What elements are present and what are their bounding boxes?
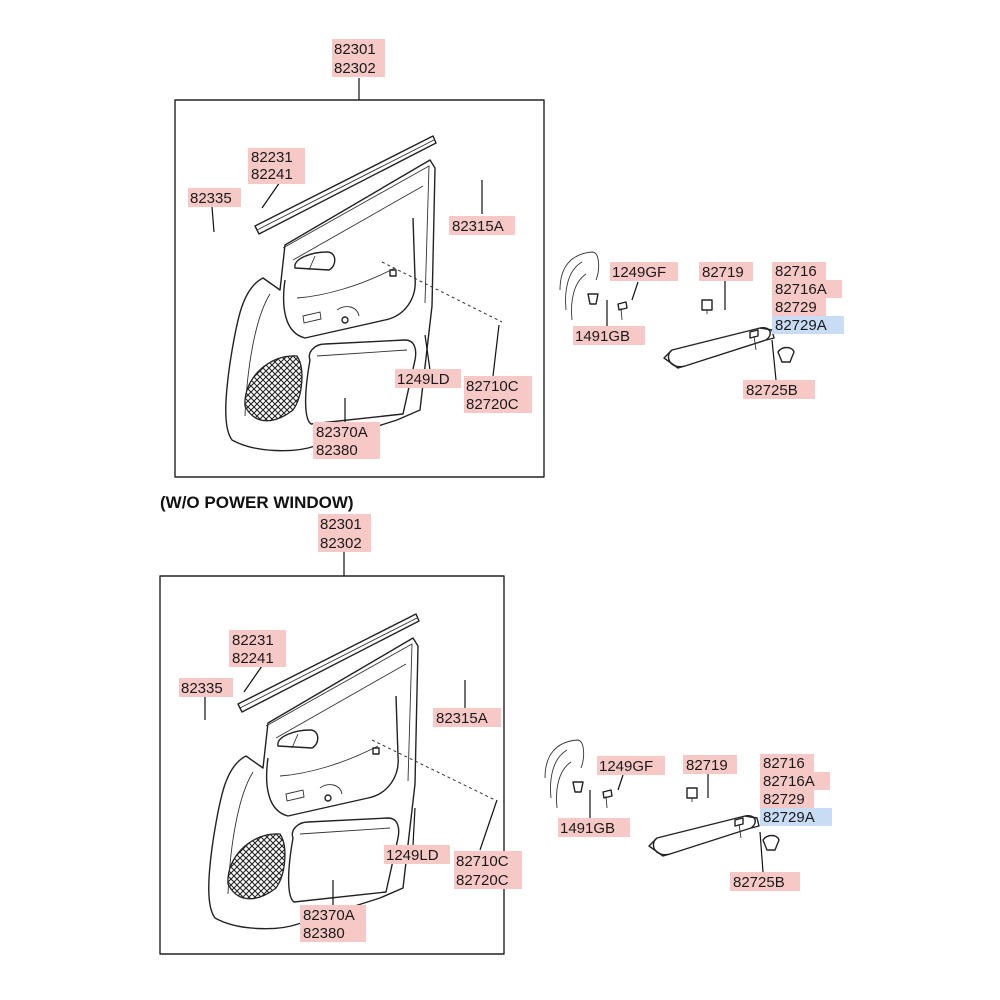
part-number: 82725B	[746, 382, 798, 399]
diagram-upper: 82301 82302 82231 82241 82335 82315A 124…	[174, 39, 844, 478]
part-number: 82716A	[763, 773, 815, 790]
callout-clip-right[interactable]: 82315A	[449, 216, 515, 235]
callout-trim-panel[interactable]: 82301 82302	[332, 39, 385, 77]
callout-side-clip[interactable]: 1491GB	[558, 818, 630, 837]
part-number: 82719	[702, 264, 744, 281]
part-number: 82315A	[436, 710, 488, 727]
part-number: 82335	[190, 190, 232, 207]
part-number: 82716	[763, 755, 805, 772]
callout-pull-handle[interactable]: 82710C 82720C	[454, 851, 522, 889]
part-number: 1249LD	[397, 371, 450, 388]
part-number: 82241	[232, 650, 274, 667]
callout-handle-clip[interactable]: 82719	[699, 262, 753, 281]
part-number: 82370A	[316, 424, 368, 441]
callout-handle-parts[interactable]: 82716 82716A 82729 82729A	[772, 262, 844, 334]
part-number: 82710C	[466, 378, 519, 395]
part-number: 82335	[181, 680, 223, 697]
assembly-frame	[174, 99, 545, 478]
callout-weatherstrip[interactable]: 82231 82241	[229, 630, 286, 667]
callout-side-screw[interactable]: 1249GF	[610, 262, 678, 281]
part-number: 82231	[251, 149, 293, 166]
callout-trim-panel[interactable]: 82301 82302	[318, 514, 371, 552]
callout-handle-screw[interactable]: 82725B	[730, 872, 800, 891]
part-number: 82380	[316, 442, 358, 459]
part-number: 82710C	[456, 853, 509, 870]
section-caption: (W/O POWER WINDOW)	[160, 493, 354, 512]
part-number: 82720C	[466, 396, 519, 413]
assembly-frame	[159, 575, 505, 955]
part-number: 82380	[303, 925, 345, 942]
part-number: 1491GB	[560, 820, 615, 837]
part-number: 82302	[334, 60, 376, 77]
callout-screw[interactable]: 1249LD	[395, 369, 461, 388]
part-number: 82716	[775, 263, 817, 280]
part-number: 82729	[763, 791, 805, 808]
part-number: 82725B	[733, 874, 785, 891]
callout-side-screw[interactable]: 1249GF	[597, 756, 665, 775]
callout-pocket[interactable]: 82370A 82380	[313, 422, 380, 459]
callout-pull-handle[interactable]: 82710C 82720C	[464, 376, 532, 413]
diagram-lower: 82301 82302 82231 82241 82335 82315A 124…	[159, 514, 832, 955]
part-number: 82719	[686, 757, 728, 774]
part-number: 82241	[251, 166, 293, 183]
callout-screw[interactable]: 1249LD	[384, 845, 450, 864]
callout-clip-left[interactable]: 82335	[188, 188, 241, 207]
part-number: 82301	[320, 516, 362, 533]
part-number: 82720C	[456, 872, 509, 889]
callout-clip-right[interactable]: 82315A	[433, 708, 501, 727]
part-number: 1491GB	[575, 328, 630, 345]
callout-weatherstrip[interactable]: 82231 82241	[248, 148, 305, 184]
part-number: 1249GF	[599, 758, 653, 775]
part-number: 82729A	[775, 317, 827, 334]
part-number: 82716A	[775, 281, 827, 298]
part-number: 82729A	[763, 809, 815, 826]
callout-side-clip[interactable]: 1491GB	[573, 326, 645, 345]
callout-handle-parts[interactable]: 82716 82716A 82729 82729A	[760, 754, 832, 826]
callout-pocket[interactable]: 82370A 82380	[300, 905, 366, 942]
part-number: 82301	[334, 41, 376, 58]
part-number: 82302	[320, 535, 362, 552]
part-number: 1249GF	[612, 264, 666, 281]
part-number: 82231	[232, 632, 274, 649]
part-number: 82315A	[452, 218, 504, 235]
part-number: 82370A	[303, 907, 355, 924]
part-number: 1249LD	[386, 847, 439, 864]
callout-handle-screw[interactable]: 82725B	[743, 380, 815, 399]
callout-handle-clip[interactable]: 82719	[683, 755, 737, 774]
callout-clip-left[interactable]: 82335	[179, 678, 233, 697]
part-number: 82729	[775, 299, 817, 316]
